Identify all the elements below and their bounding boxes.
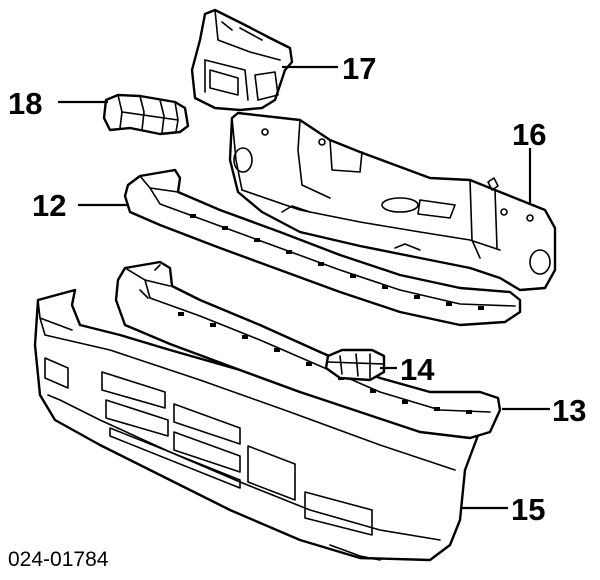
part-17-air-duct bbox=[190, 8, 294, 112]
callout-16: 16 bbox=[512, 117, 546, 152]
part-15-bumper-cover bbox=[33, 288, 482, 562]
part-18-grille-duct bbox=[102, 93, 190, 136]
callout-12: 12 bbox=[32, 188, 66, 223]
part-12-upper-strip bbox=[123, 168, 522, 327]
callout-18: 18 bbox=[8, 86, 42, 121]
callout-15: 15 bbox=[511, 492, 545, 527]
document-number: 024-01784 bbox=[8, 548, 109, 571]
callout-14: 14 bbox=[400, 352, 435, 387]
callout-13: 13 bbox=[552, 393, 586, 428]
part-14-clip bbox=[324, 348, 386, 382]
callout-17: 17 bbox=[342, 51, 376, 86]
part-16-carrier-panel bbox=[228, 111, 557, 292]
